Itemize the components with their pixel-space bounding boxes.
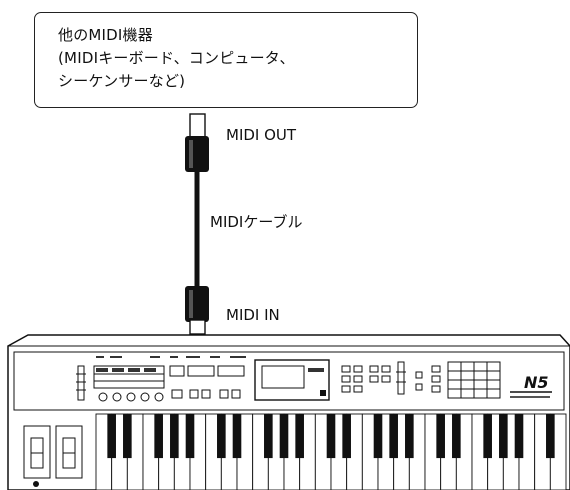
midi-cable-label: MIDIケーブル bbox=[210, 213, 303, 231]
black-key bbox=[514, 414, 524, 459]
button-clusters bbox=[341, 361, 441, 395]
black-key bbox=[342, 414, 351, 459]
black-key bbox=[123, 414, 132, 459]
device-line-2: (MIDIキーボード、コンピュータ、 bbox=[58, 49, 295, 67]
black-key bbox=[389, 414, 398, 459]
left-knob-strip bbox=[76, 365, 86, 401]
black-key bbox=[232, 414, 242, 459]
device-line-3: シーケンサーなど) bbox=[58, 72, 186, 90]
black-key bbox=[373, 414, 383, 459]
midi-in-plug bbox=[185, 286, 209, 335]
black-key bbox=[546, 414, 555, 459]
black-key bbox=[154, 414, 163, 459]
midi-in-label: MIDI IN bbox=[226, 306, 280, 324]
black-key bbox=[405, 414, 414, 459]
black-key bbox=[295, 414, 304, 459]
black-key bbox=[217, 414, 226, 459]
synthesizer-keyboard: N5 bbox=[7, 334, 570, 490]
external-midi-device-label: 他のMIDI機器 (MIDIキーボード、コンピュータ、 シーケンサーなど) bbox=[58, 24, 408, 93]
mode-buttons bbox=[169, 365, 245, 399]
panel-print-strip bbox=[96, 356, 246, 358]
black-key bbox=[499, 414, 508, 459]
device-line-1: 他のMIDI機器 bbox=[58, 26, 153, 44]
black-key bbox=[185, 414, 195, 459]
keybed bbox=[95, 413, 567, 490]
black-key bbox=[436, 414, 445, 459]
midi-out-plug bbox=[185, 113, 209, 172]
black-key bbox=[483, 414, 492, 459]
program-section bbox=[93, 365, 165, 402]
black-key bbox=[107, 414, 116, 459]
black-key bbox=[170, 414, 179, 459]
black-key bbox=[326, 414, 336, 459]
model-name: N5 bbox=[524, 373, 549, 392]
black-key bbox=[452, 414, 461, 459]
control-wheels bbox=[23, 425, 83, 487]
black-key bbox=[264, 414, 273, 459]
numeric-keypad bbox=[447, 361, 501, 399]
n5-logo: N5 bbox=[510, 373, 552, 398]
midi-out-label: MIDI OUT bbox=[226, 126, 297, 144]
lcd-display bbox=[254, 359, 330, 401]
black-key bbox=[279, 414, 289, 459]
external-midi-device-box bbox=[34, 12, 418, 108]
